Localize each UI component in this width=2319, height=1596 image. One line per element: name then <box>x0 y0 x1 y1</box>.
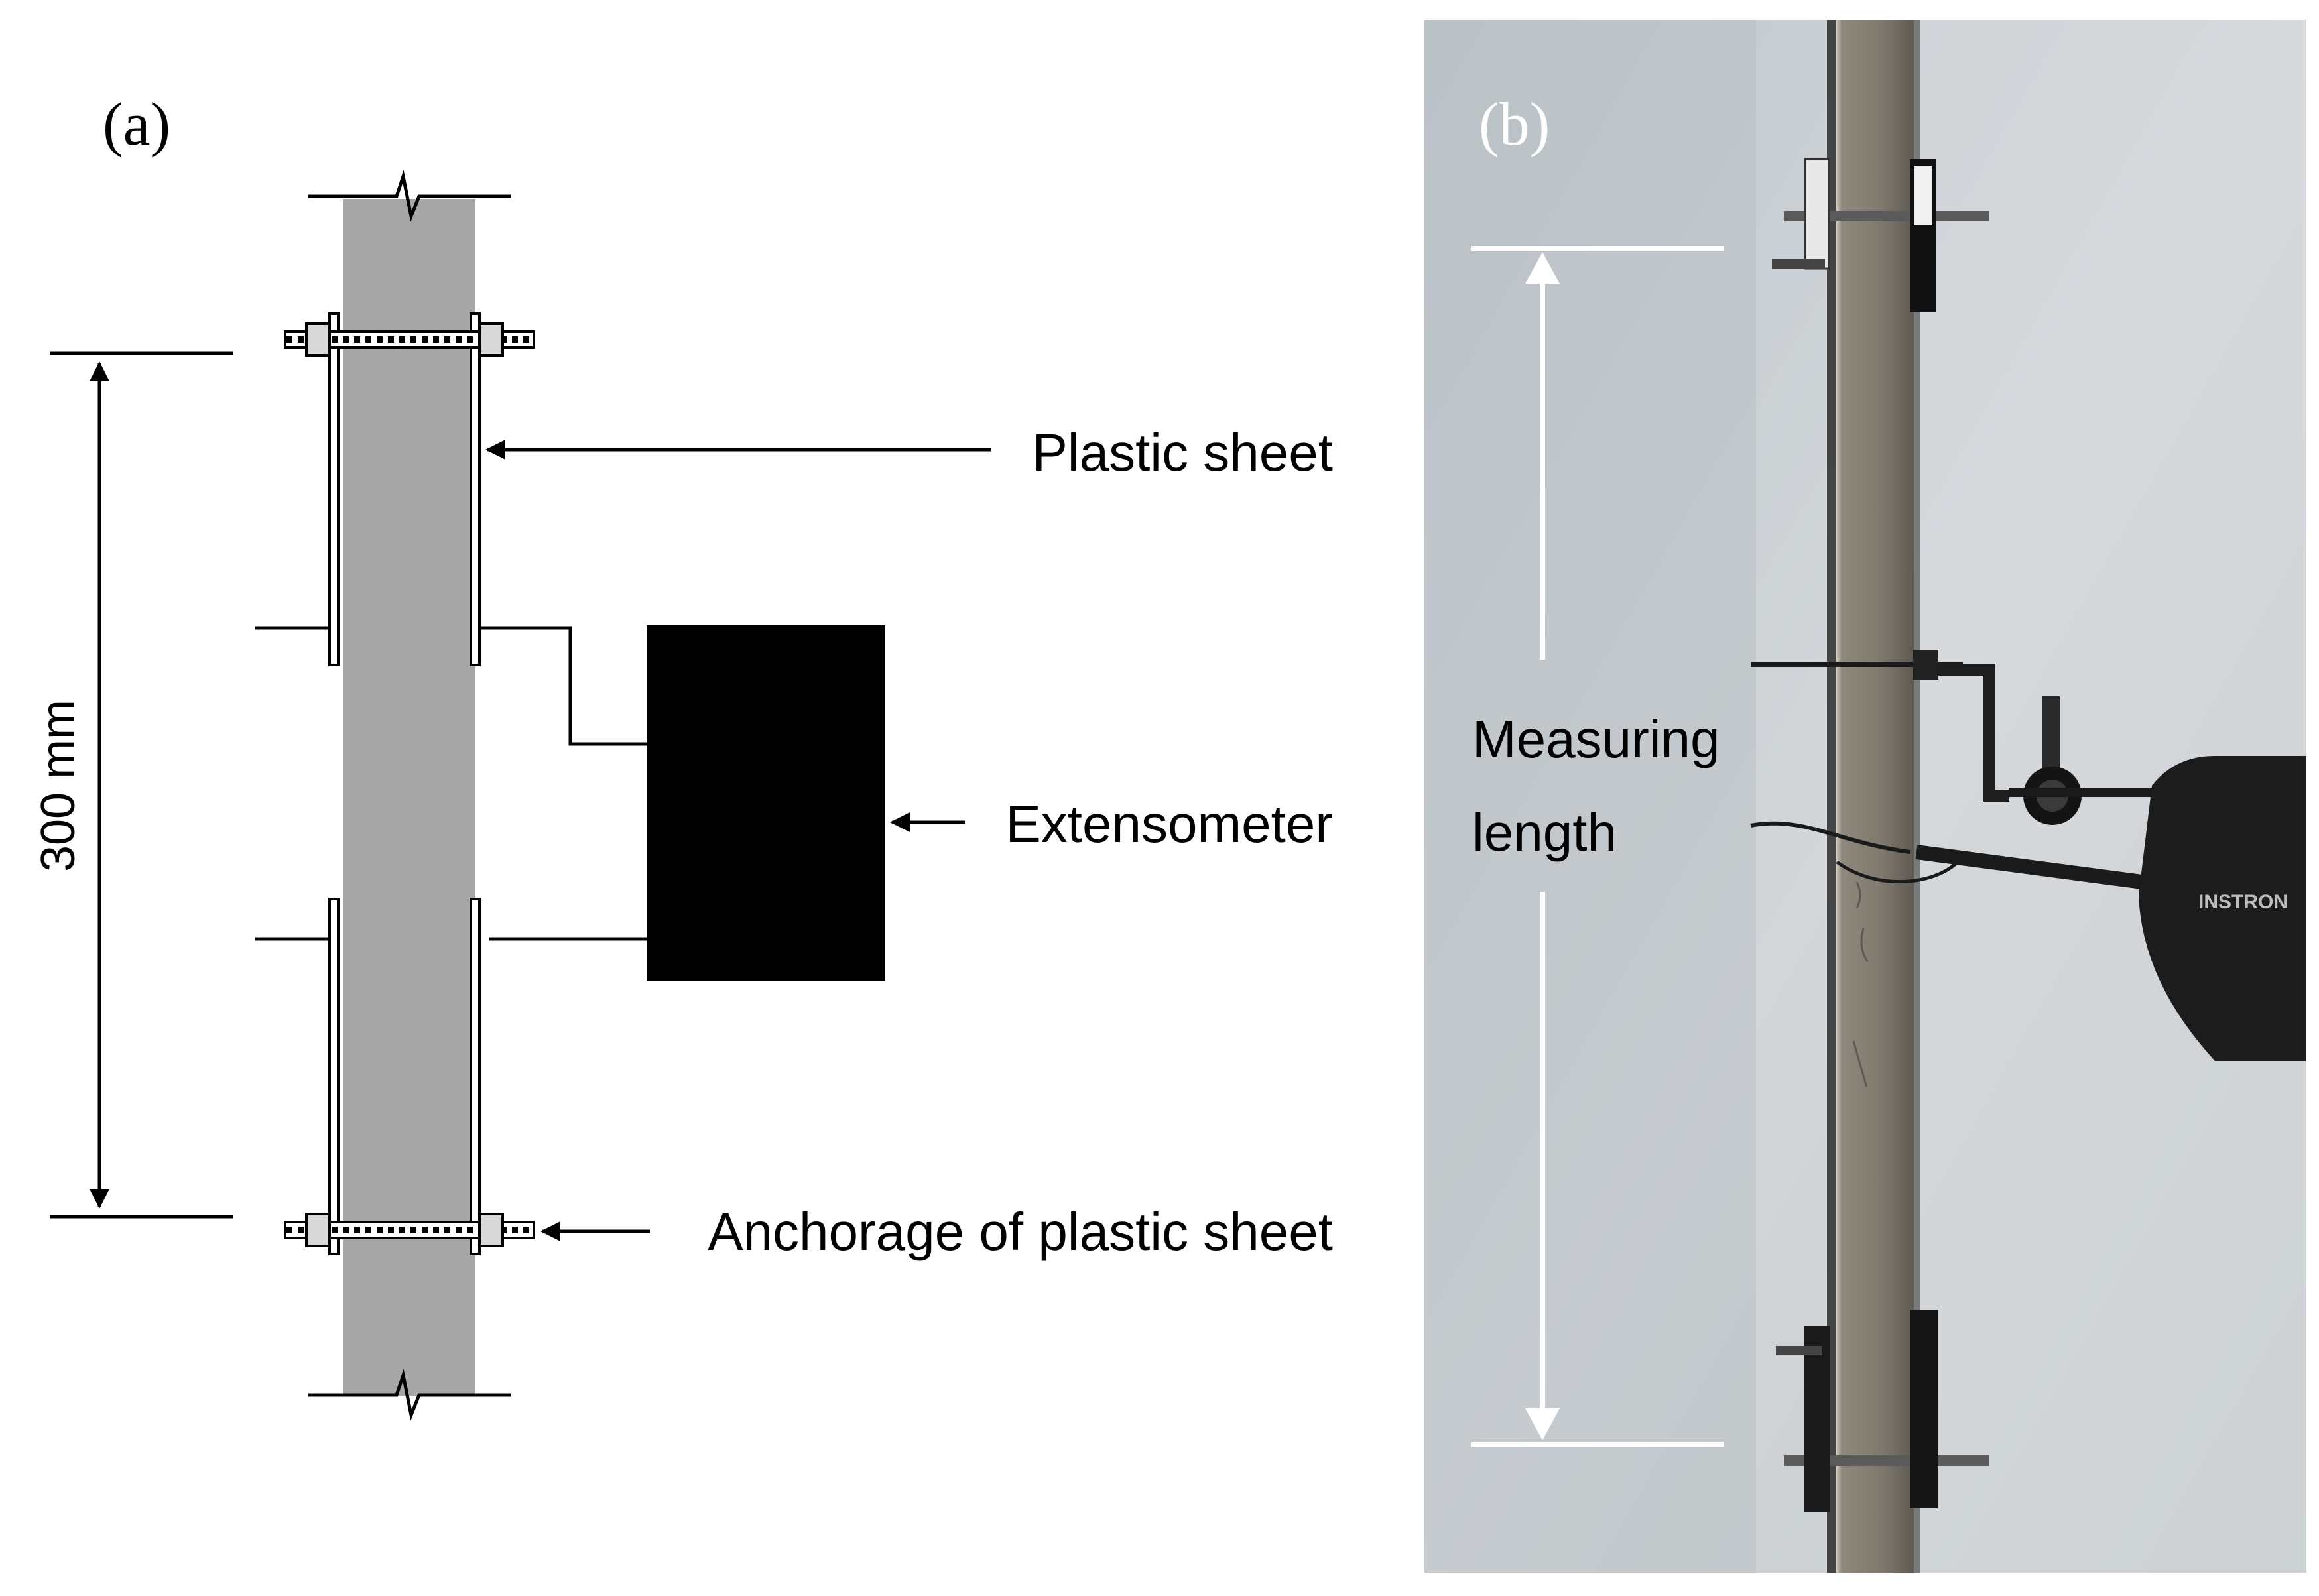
top-anchorage-bolt <box>284 322 535 357</box>
panel-a: (a) 300 mm <box>32 90 1333 1421</box>
photo-bottom-clamp <box>1776 1310 1989 1512</box>
dimension-label: 300 mm <box>32 700 85 872</box>
bottom-break-line <box>308 1369 511 1421</box>
plastic-sheets <box>328 312 481 1255</box>
top-break-line <box>308 170 511 222</box>
panel-b-photo: INSTRON Measuring length (b) <box>1424 20 2306 1573</box>
extensometer-body <box>647 625 885 981</box>
measuring-arrowhead-up <box>1525 252 1560 284</box>
bottom-anchorage-bolt <box>284 1213 535 1247</box>
anchorage-label: Anchorage of plastic sheet <box>708 1202 1333 1261</box>
measuring-arrowhead-down <box>1525 1408 1560 1440</box>
photo-extensometer: INSTRON <box>1750 650 2306 1061</box>
extensometer-label: Extensometer <box>1005 794 1333 853</box>
panel-a-label: (a) <box>103 90 170 158</box>
plastic-sheet-label: Plastic sheet <box>1032 423 1333 482</box>
measuring-label-line1: Measuring <box>1472 709 1720 768</box>
measuring-label-line2: length <box>1472 803 1617 862</box>
instron-brand: INSTRON <box>2198 891 2288 913</box>
photo-top-clamp <box>1772 158 1989 312</box>
panel-b-label: (b) <box>1479 90 1550 158</box>
specimen-strip <box>343 199 475 1396</box>
extensometer-upper-arm <box>255 626 647 746</box>
photo-specimen <box>1836 20 1914 1573</box>
